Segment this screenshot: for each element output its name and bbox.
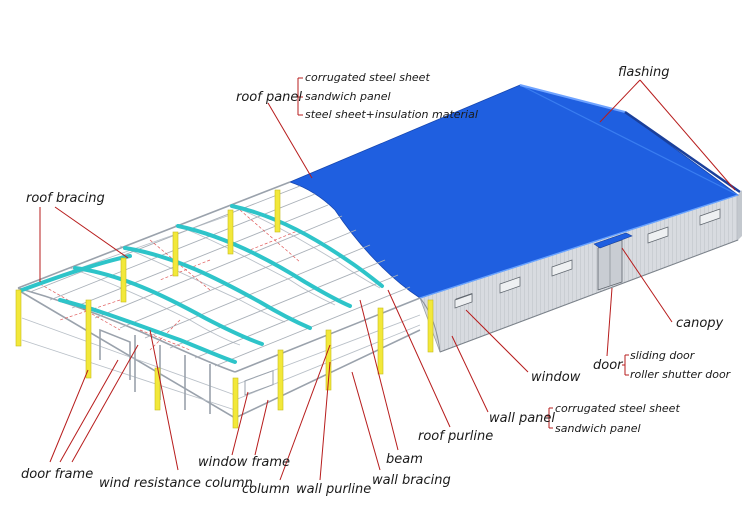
label-wall-purline: wall purline <box>296 482 371 497</box>
label-beam: beam <box>386 452 423 467</box>
label-wall-bracing: wall bracing <box>372 473 451 488</box>
label-wind-resistance-column: wind resistance column <box>99 476 253 491</box>
label-roof-bracing: roof bracing <box>26 191 105 206</box>
label-window-frame: window frame <box>198 455 290 470</box>
wall-windows <box>454 208 721 309</box>
label-wall-panel-option-1: corrugated steel sheet <box>555 402 680 415</box>
label-door: door <box>593 358 624 373</box>
label-wall-panel: wall panel <box>489 411 555 426</box>
label-canopy: canopy <box>676 316 724 331</box>
label-door-option-2: roller shutter door <box>630 368 732 381</box>
label-column: column <box>242 482 290 497</box>
label-roof-panel-option-2: sandwich panel <box>305 90 391 103</box>
door-and-canopy <box>593 232 633 291</box>
roof-panel-surface <box>288 84 741 299</box>
label-roof-purline: roof purline <box>418 429 493 444</box>
label-window: window <box>531 370 581 385</box>
label-door-frame: door frame <box>21 467 93 482</box>
label-door-option-1: sliding door <box>630 349 696 362</box>
steel-frame <box>15 181 434 429</box>
label-roof-panel-option-3: steel sheet+insulation material <box>305 108 478 121</box>
label-roof-panel-option-1: corrugated steel sheet <box>305 71 430 84</box>
labels: flashing roof panel corrugated steel she… <box>21 65 732 497</box>
label-roof-panel: roof panel <box>236 90 302 105</box>
label-wall-panel-option-2: sandwich panel <box>555 422 641 435</box>
leader-lines <box>39 77 736 481</box>
label-flashing: flashing <box>618 65 669 80</box>
